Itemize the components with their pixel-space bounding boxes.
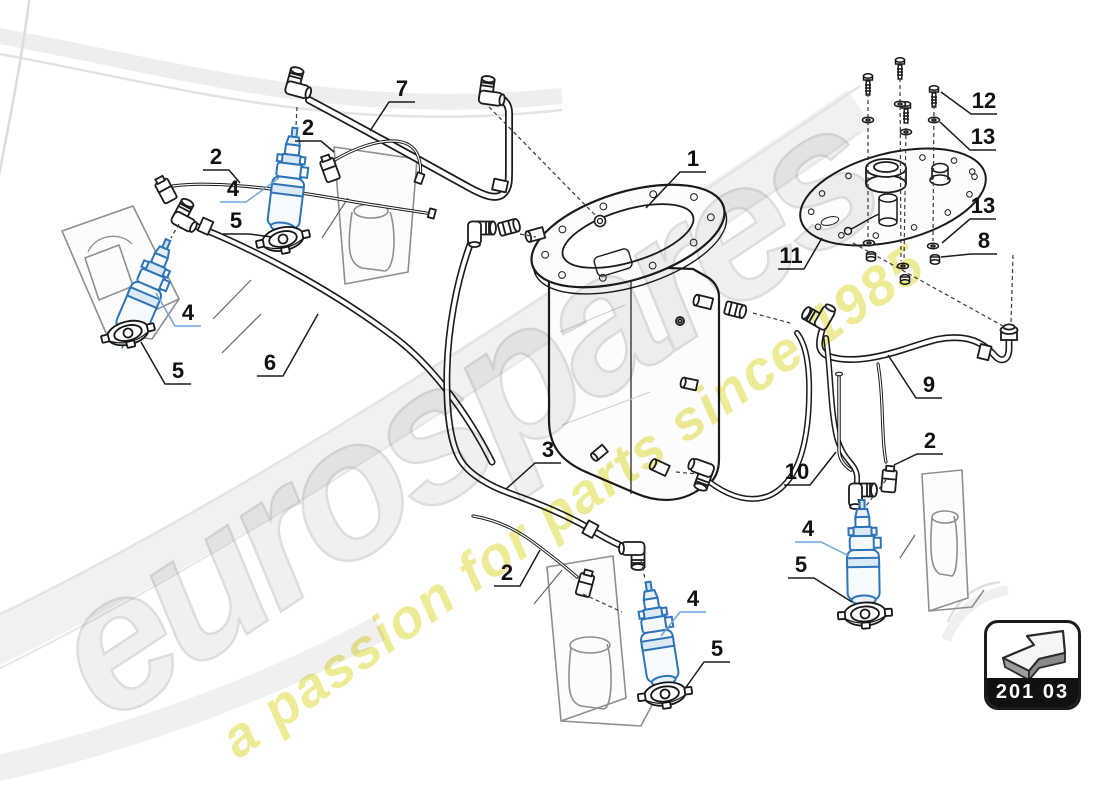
callout-number[interactable]: 4 xyxy=(802,516,815,541)
callout-number[interactable]: 6 xyxy=(264,350,276,375)
callout-number[interactable]: 2 xyxy=(501,560,513,585)
locking-rings xyxy=(98,221,894,714)
callout-number[interactable]: 2 xyxy=(302,115,314,140)
callout-leader-line xyxy=(939,121,996,151)
callout-4[interactable]: 4 xyxy=(660,586,706,637)
callout-leader-line xyxy=(295,140,335,153)
datum-marks xyxy=(212,197,916,605)
callout-number[interactable]: 5 xyxy=(711,636,723,661)
callout-leader-line xyxy=(940,91,997,115)
fuel-tank xyxy=(497,183,748,502)
background-swoosh xyxy=(0,0,1009,782)
assembly-dash-lines xyxy=(170,77,1014,613)
callout-leader-line xyxy=(683,661,730,691)
callout-2[interactable]: 2 xyxy=(203,144,241,184)
callout-4[interactable]: 4 xyxy=(795,516,850,557)
back-arrow-icon xyxy=(1001,629,1067,681)
callout-leader-line xyxy=(660,611,706,637)
callout-leader-line xyxy=(140,341,191,385)
callout-number[interactable]: 7 xyxy=(396,76,408,101)
callout-9[interactable]: 9 xyxy=(887,354,942,399)
callout-3[interactable]: 3 xyxy=(505,437,561,490)
callout-leader-line xyxy=(788,577,853,603)
callout-5[interactable]: 5 xyxy=(140,341,191,385)
callout-leader-line xyxy=(795,541,850,557)
callout-leader-line xyxy=(645,171,706,209)
callout-number[interactable]: 2 xyxy=(924,428,936,453)
callout-2[interactable]: 2 xyxy=(494,549,541,587)
fuel-pumps xyxy=(106,125,884,703)
callout-leader-line xyxy=(155,292,201,327)
callout-number[interactable]: 9 xyxy=(923,372,935,397)
callout-12[interactable]: 12 xyxy=(940,88,997,115)
callout-13[interactable]: 13 xyxy=(941,193,996,244)
callout-number[interactable]: 4 xyxy=(182,300,195,325)
callout-number[interactable]: 10 xyxy=(785,459,809,484)
callout-leader-line xyxy=(941,218,996,244)
hoses xyxy=(171,94,1013,579)
elbow-fittings xyxy=(169,65,1019,571)
callout-2[interactable]: 2 xyxy=(295,115,335,153)
callout-number[interactable]: 2 xyxy=(210,144,222,169)
section-code[interactable]: 201 03 xyxy=(987,678,1078,707)
callout-leader-line xyxy=(893,453,943,466)
callout-leader-line xyxy=(887,354,942,399)
callout-13[interactable]: 13 xyxy=(939,121,996,151)
callout-leader-line xyxy=(940,253,997,258)
callout-number[interactable]: 4 xyxy=(687,586,700,611)
callout-10[interactable]: 10 xyxy=(784,451,837,486)
tank-flange xyxy=(530,183,728,295)
callout-number[interactable]: 8 xyxy=(978,228,990,253)
sender-plate xyxy=(799,147,987,247)
callout-4[interactable]: 4 xyxy=(155,292,201,327)
callout-leader-line xyxy=(220,177,280,203)
callout-leader-line xyxy=(778,237,823,270)
callout-2[interactable]: 2 xyxy=(893,428,943,466)
callout-number[interactable]: 1 xyxy=(687,146,699,171)
filler-cap xyxy=(865,158,907,194)
callout-4[interactable]: 4 xyxy=(220,176,280,203)
callout-number[interactable]: 4 xyxy=(227,176,240,201)
callout-number[interactable]: 5 xyxy=(172,358,184,383)
callout-leader-line xyxy=(494,549,541,587)
callout-5[interactable]: 5 xyxy=(683,636,730,691)
callout-leader-line xyxy=(784,451,837,486)
callout-7[interactable]: 7 xyxy=(369,76,415,132)
callout-number[interactable]: 3 xyxy=(542,437,554,462)
callout-number[interactable]: 13 xyxy=(971,193,995,218)
callout-number[interactable]: 12 xyxy=(972,88,996,113)
callout-6[interactable]: 6 xyxy=(257,313,319,377)
callout-leader-line xyxy=(369,101,415,132)
callout-8[interactable]: 8 xyxy=(940,228,997,258)
callout-number[interactable]: 11 xyxy=(779,243,802,268)
section-badge[interactable]: 201 03 xyxy=(984,620,1081,710)
callout-5[interactable]: 5 xyxy=(223,208,273,238)
callout-leader-line xyxy=(223,233,273,238)
callout-11[interactable]: 11 xyxy=(778,237,823,270)
callout-leader-line xyxy=(203,169,241,184)
callout-leader-line xyxy=(505,462,561,490)
callout-number[interactable]: 13 xyxy=(971,124,995,149)
callout-5[interactable]: 5 xyxy=(788,552,853,603)
callout-1[interactable]: 1 xyxy=(645,146,706,209)
callout-number[interactable]: 5 xyxy=(230,208,242,233)
callout-number[interactable]: 5 xyxy=(795,552,807,577)
callout-leader-line xyxy=(257,313,319,377)
